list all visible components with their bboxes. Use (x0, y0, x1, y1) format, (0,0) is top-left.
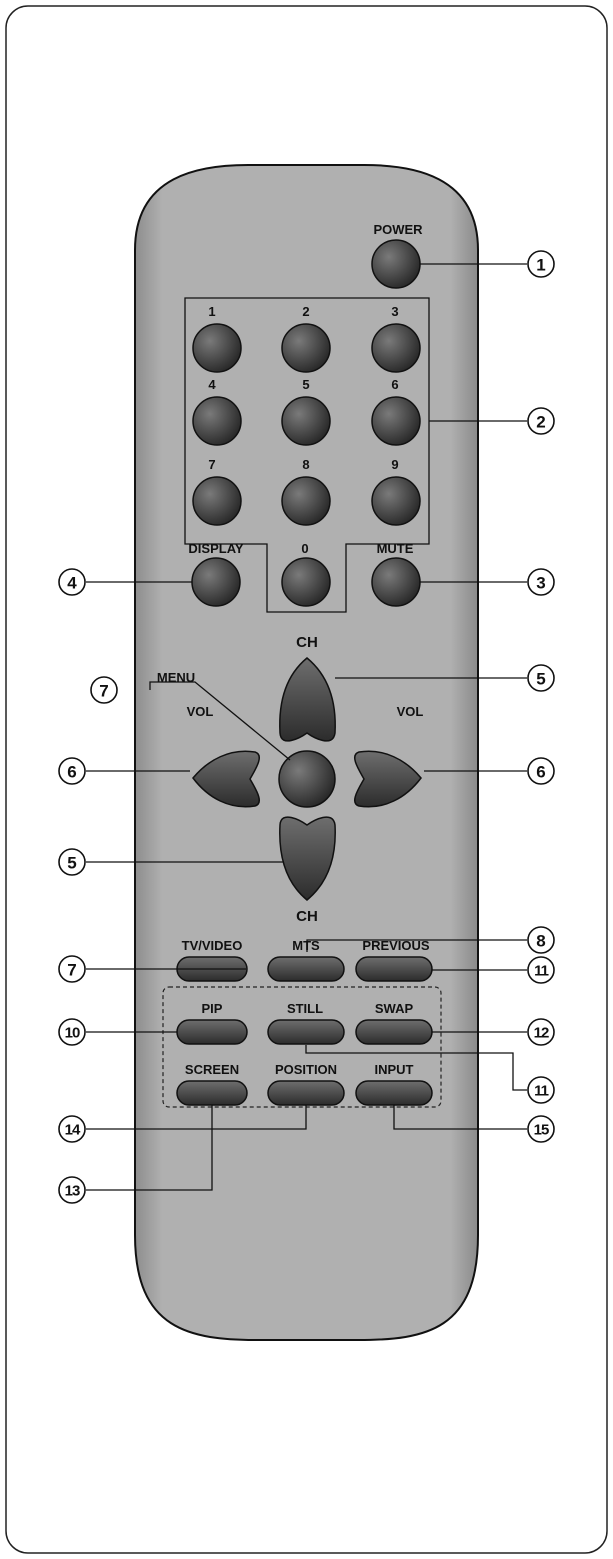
digit-label-5: 5 (302, 377, 309, 392)
callout-screen: 13 (58, 1176, 86, 1204)
digit-label-1: 1 (208, 304, 215, 319)
callout-number: 12 (534, 1025, 549, 1042)
mute-button[interactable] (371, 557, 421, 607)
callout-number: 8 (536, 932, 545, 951)
tv-video-label: TV/VIDEO (182, 938, 243, 953)
callout-previous: 11 (527, 956, 555, 984)
digit-button-5[interactable] (281, 396, 331, 446)
digit-label-0: 0 (301, 541, 308, 556)
callout-number: 6 (67, 763, 76, 782)
digit-label-6: 6 (391, 377, 398, 392)
menu-button[interactable] (278, 750, 336, 808)
callout-number: 7 (67, 961, 76, 980)
callout-number: 6 (536, 763, 545, 782)
previous-label: PREVIOUS (362, 938, 430, 953)
digit-button-7[interactable] (192, 476, 242, 526)
mts-label: MTS (292, 938, 320, 953)
menu-label: MENU (157, 670, 195, 685)
callout-number: 3 (536, 574, 545, 593)
callout-line (86, 1105, 307, 1130)
still-button[interactable] (267, 1019, 345, 1045)
digit-button-6[interactable] (371, 396, 421, 446)
number-keypad: 1 2 3 4 5 6 7 8 9 (192, 304, 421, 526)
callout-number: 15 (534, 1122, 549, 1139)
callout-mts: 8 (527, 926, 555, 954)
callout-pip: 10 (58, 1018, 86, 1046)
screen-button[interactable] (176, 1080, 248, 1106)
vol-left-button[interactable] (192, 750, 260, 808)
callout-6-left: 6 (58, 757, 86, 785)
callout-number: 11 (534, 1083, 549, 1100)
digit-button-3[interactable] (371, 323, 421, 373)
callout-line (306, 939, 527, 952)
power-label: POWER (373, 222, 423, 237)
digit-label-4: 4 (208, 377, 216, 392)
callout-number: 14 (65, 1122, 81, 1139)
callout-number: 13 (65, 1183, 80, 1200)
callout-1: 1 (527, 250, 555, 278)
callout-6-right: 6 (527, 757, 555, 785)
vol-left-label: VOL (187, 704, 214, 719)
display-button[interactable] (191, 557, 241, 607)
callout-input: 15 (527, 1115, 555, 1143)
mts-button[interactable] (267, 956, 345, 982)
callout-number: 7 (99, 682, 108, 701)
digit-label-8: 8 (302, 457, 309, 472)
callout-tv_video: 7 (58, 955, 86, 983)
digit-button-9[interactable] (371, 476, 421, 526)
callout-number: 10 (65, 1025, 80, 1042)
digit-label-7: 7 (208, 457, 215, 472)
callout-5-up: 5 (527, 664, 555, 692)
swap-button[interactable] (355, 1019, 433, 1045)
previous-button[interactable] (355, 956, 433, 982)
callout-number: 5 (536, 670, 545, 689)
callout-number: 5 (67, 854, 76, 873)
digit-button-2[interactable] (281, 323, 331, 373)
digit-button-8[interactable] (281, 476, 331, 526)
callout-7-menu: 7 (90, 676, 118, 704)
callout-3: 3 (527, 568, 555, 596)
vol-right-button[interactable] (354, 750, 422, 808)
vol-right-label: VOL (397, 704, 424, 719)
callout-number: 11 (534, 963, 549, 980)
mute-label: MUTE (377, 541, 414, 556)
pip-button[interactable] (176, 1019, 248, 1045)
callout-number: 2 (536, 413, 545, 432)
digit-button-1[interactable] (192, 323, 242, 373)
input-label: INPUT (375, 1062, 414, 1077)
ch-up-button[interactable] (279, 657, 336, 742)
callout-position: 14 (58, 1115, 86, 1143)
callout-2: 2 (527, 407, 555, 435)
callout-swap: 12 (527, 1018, 555, 1046)
callout-5-down: 5 (58, 848, 86, 876)
callout-line (86, 1105, 213, 1191)
digit-button-0[interactable] (281, 557, 331, 607)
ch-down-button[interactable] (279, 816, 336, 901)
still-label: STILL (287, 1001, 323, 1016)
input-button[interactable] (355, 1080, 433, 1106)
callout-still: 11 (527, 1076, 555, 1104)
power-button[interactable] (371, 239, 421, 289)
callout-number: 1 (536, 256, 545, 275)
digit-label-9: 9 (391, 457, 398, 472)
ch-up-label: CH (296, 634, 318, 651)
position-button[interactable] (267, 1080, 345, 1106)
digit-button-4[interactable] (192, 396, 242, 446)
display-label: DISPLAY (188, 541, 243, 556)
pip-group-box (162, 986, 442, 1108)
ch-down-label: CH (296, 908, 318, 925)
digit-label-3: 3 (391, 304, 398, 319)
digit-label-2: 2 (302, 304, 309, 319)
callout-line (393, 1105, 527, 1130)
swap-label: SWAP (375, 1001, 414, 1016)
position-label: POSITION (275, 1062, 337, 1077)
pip-label: PIP (202, 1001, 223, 1016)
callout-number: 4 (67, 574, 77, 593)
screen-label: SCREEN (185, 1062, 239, 1077)
callout-lines (86, 263, 527, 863)
callout-4: 4 (58, 568, 86, 596)
callout-line (305, 1045, 527, 1091)
number-keys-bracket (184, 297, 430, 613)
